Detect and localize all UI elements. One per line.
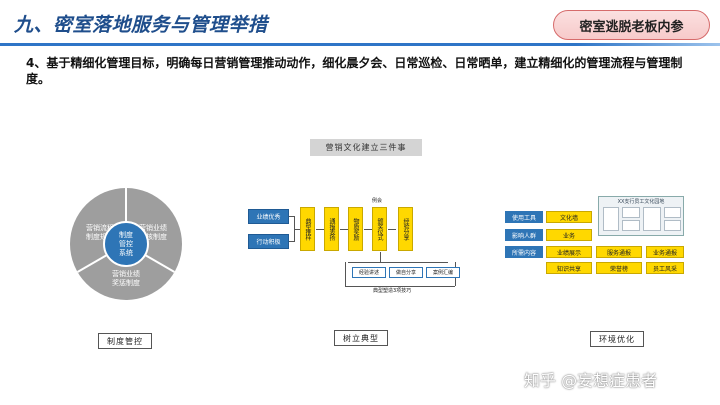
board-title: XX支行员工文化园地	[617, 199, 665, 205]
board-panel	[643, 207, 661, 231]
board-panel	[622, 220, 640, 231]
connector	[294, 229, 300, 230]
connector	[345, 262, 346, 286]
connector	[316, 229, 324, 230]
connector	[340, 229, 348, 230]
env-item-culture-wall: 文化墙	[546, 211, 592, 223]
pie-center: 制度 管控 系统	[103, 221, 149, 267]
connector	[289, 216, 295, 217]
flow-box-action: 行动积极	[248, 234, 289, 249]
caption-environment: 环境优化	[590, 331, 644, 347]
env-box-content: 所需内容	[505, 246, 543, 258]
flow-step-1: 典型推样	[300, 207, 315, 251]
env-item-knowledge: 知识共享	[546, 262, 592, 274]
flow-step-3: 物质奖励	[348, 207, 363, 251]
env-item-performance: 业绩展示	[546, 246, 592, 258]
meeting-label: 例会	[372, 198, 383, 204]
brand-tag: 密室逃脱老板内参	[553, 10, 710, 40]
technique-footnote: 典型塑造3项技巧	[373, 288, 412, 294]
env-box-audience: 影响人群	[505, 229, 543, 241]
page-title: 九、密室落地服务与管理举措	[14, 14, 268, 36]
env-box-tools: 使用工具	[505, 211, 543, 223]
pie-divider	[125, 188, 127, 244]
board-panel	[664, 220, 681, 231]
connector	[364, 229, 372, 230]
flow-step-4: 颁奖仪式	[372, 207, 387, 251]
connector	[388, 229, 396, 230]
board-panel	[664, 207, 681, 218]
connector	[289, 241, 295, 242]
caption-system-control: 制度管控	[98, 333, 152, 349]
flow-step-2: 通报表扬	[324, 207, 339, 251]
env-item-honor-board: 荣誉榜	[596, 262, 642, 274]
pie-segment-top-right: 营销业绩 考核制度	[139, 224, 167, 241]
technique-tag-2: 做自分享	[389, 267, 423, 278]
intro-paragraph: 4、基于精细化管理目标，明确每日营销管理推动动作，细化晨夕会、日常巡检、日常晒单…	[26, 56, 683, 86]
env-item-service-report: 服务通报	[596, 246, 642, 258]
caption-set-examples: 树立典型	[334, 330, 388, 346]
connector	[380, 252, 381, 262]
connector	[345, 286, 455, 287]
flow-box-performance: 业绩优秀	[248, 209, 289, 224]
connector	[348, 262, 448, 263]
board-panel	[603, 207, 619, 231]
pie-segment-bottom: 营销业绩 奖惩制度	[112, 270, 140, 287]
watermark: 知乎 @妄想症患者	[524, 371, 658, 390]
flow-step-5: 经验分享	[398, 207, 413, 251]
pie-segment-top-left: 营销流程 制度规范	[86, 224, 114, 241]
technique-tag-1: 经验讲述	[352, 267, 386, 278]
header-divider	[0, 43, 720, 46]
env-item-staff: 业务	[546, 229, 592, 241]
technique-tag-3: 案例汇编	[426, 267, 460, 278]
board-panel	[622, 207, 640, 218]
env-item-business-report: 业务通报	[646, 246, 684, 258]
culture-board-thumbnail: XX支行员工文化园地	[598, 196, 684, 236]
env-item-staff-style: 员工风采	[646, 262, 684, 274]
diagram-title: 营销文化建立三件事	[310, 139, 422, 156]
